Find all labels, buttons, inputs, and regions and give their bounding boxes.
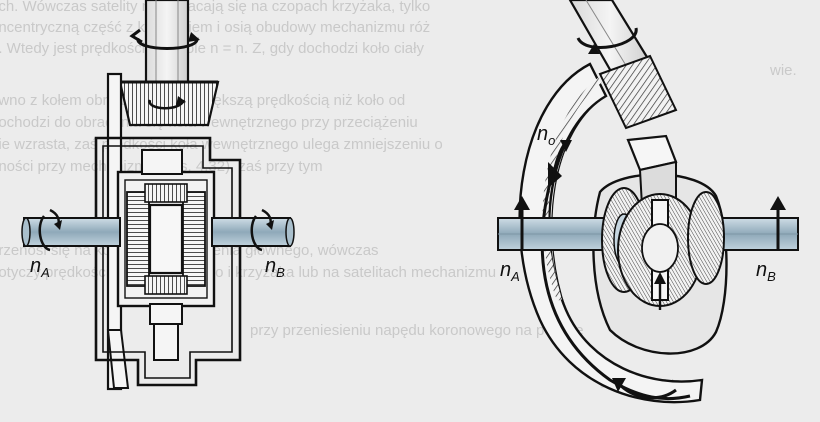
bg-text-line: n. Wtedy jest prędkością na kole n = n. … [0,40,424,57]
side-gear-right [687,191,725,285]
rotation-arrow-b-right-icon [770,196,786,250]
side-gears [126,183,206,295]
label-n-a-right: nA [500,259,520,284]
input-shaft [144,0,190,84]
label-n-o: no [537,123,555,148]
bg-text-line: przy przeniesieniu napędu koronowego na … [250,322,584,339]
label-n-b: nB [265,255,285,280]
spider-arrow-icon [654,272,666,310]
rotation-arrow-a-right-icon [514,196,530,250]
label-n-b-right: nB [756,259,776,284]
left-differential-section: nA nB [21,0,295,391]
bg-text-line: wie. [770,62,797,79]
rotation-arrow-b-icon [250,208,274,252]
axle-shaft-b-perspective [715,217,799,251]
bg-text-line: ech. Wówczas satelity nie obracają się n… [0,0,431,15]
label-n-a: nA [30,255,50,280]
pinion-gear [118,80,220,127]
rotation-arrow-a-icon [38,208,62,252]
bottom-rotation-arrow-icon [612,378,677,400]
bg-text-line: oncentryczną część z krzyżakiem i osią o… [0,19,431,36]
axle-shaft-a-perspective [497,217,611,251]
input-rotation-arrow-icon [576,27,638,54]
pinion-gear-perspective [598,54,678,130]
right-differential-perspective: no nA nB [497,0,799,404]
axle-shaft-a [21,217,121,247]
rotation-arrow-icon [129,28,200,50]
